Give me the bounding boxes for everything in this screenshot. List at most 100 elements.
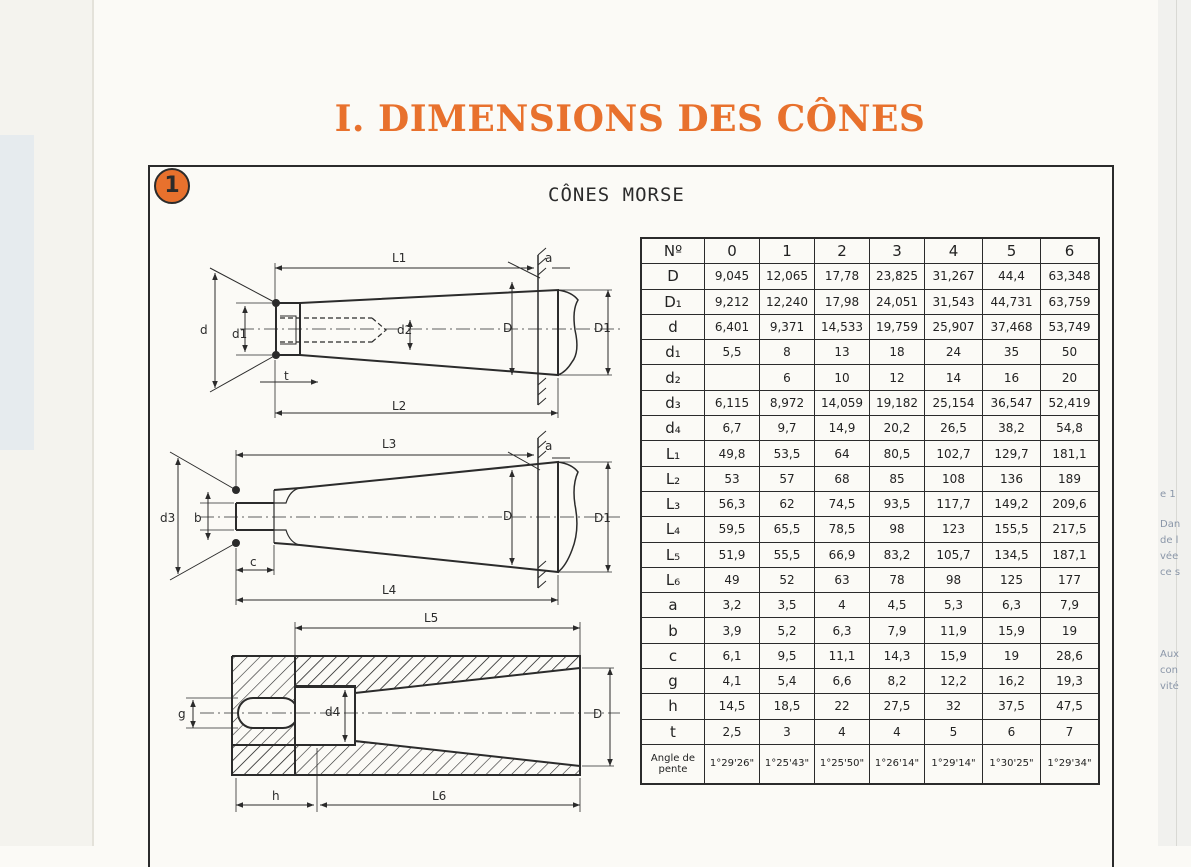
page-title: I. DIMENSIONS DES CÔNES — [334, 98, 926, 140]
table-cell: 65,5 — [759, 516, 815, 543]
table-cell: 63,348 — [1040, 263, 1100, 290]
right-page-margin: e 1 Dan de l vée ce s Aux con vité — [1158, 0, 1191, 846]
table-cell: 4 — [814, 592, 870, 619]
table-header-cell: 0 — [704, 237, 760, 265]
table-cell: 5,2 — [759, 617, 815, 644]
table-cell: 18,5 — [759, 693, 815, 720]
table-cell: 3,5 — [759, 592, 815, 619]
label-D: D — [503, 321, 512, 335]
table-cell: 15,9 — [982, 617, 1041, 644]
margin-text: vité — [1160, 681, 1179, 692]
table-cell: 35 — [982, 339, 1041, 366]
table-cell: 1°29'26" — [704, 743, 760, 785]
table-cell: 1°26'14" — [869, 743, 925, 785]
table-cell: 78 — [869, 566, 925, 594]
table-cell: 181,1 — [1040, 440, 1100, 467]
table-cell: 25,154 — [924, 389, 983, 417]
table-cell: 55,5 — [759, 541, 815, 568]
angle-label-line: pente — [658, 763, 688, 775]
table-cell: 1°29'14" — [924, 743, 983, 785]
table-cell: 6,6 — [814, 668, 870, 695]
table-cell: 8,2 — [869, 668, 925, 695]
table-cell: 2,5 — [704, 718, 760, 745]
row-label: c — [640, 642, 705, 670]
table-cell: 93,5 — [869, 490, 925, 518]
table-cell: 6,7 — [704, 415, 760, 442]
table-cell: 12,2 — [924, 668, 983, 695]
table-cell: 16 — [982, 364, 1041, 391]
table-cell: 6,1 — [704, 642, 760, 670]
table-cell: 19,3 — [1040, 668, 1100, 695]
table-cell: 6,115 — [704, 389, 760, 417]
table-cell: 3,2 — [704, 592, 760, 619]
table-cell: 177 — [1040, 566, 1100, 594]
row-label: b — [640, 617, 705, 644]
table-cell: 189 — [1040, 465, 1100, 492]
margin-text: Aux — [1160, 649, 1180, 660]
table-cell: 19,759 — [869, 313, 925, 341]
table-cell: 37,5 — [982, 693, 1041, 720]
table-cell: 98 — [924, 566, 983, 594]
label-a: a — [545, 439, 552, 453]
table-cell: 49 — [704, 566, 760, 594]
table-cell: 52,419 — [1040, 389, 1100, 417]
table-cell: 9,5 — [759, 642, 815, 670]
margin-text: Dan — [1160, 519, 1181, 530]
table-cell: 50 — [1040, 339, 1100, 366]
table-cell: 19 — [1040, 617, 1100, 644]
table-cell: 149,2 — [982, 490, 1041, 518]
table-cell: 1°30'25" — [982, 743, 1041, 785]
table-cell: 98 — [869, 516, 925, 543]
margin-text: con — [1160, 665, 1178, 676]
table-cell: 54,8 — [1040, 415, 1100, 442]
table-cell: 102,7 — [924, 440, 983, 467]
table-cell: 209,6 — [1040, 490, 1100, 518]
table-cell: 53,5 — [759, 440, 815, 467]
row-label: L₂ — [640, 465, 705, 492]
table-cell: 108 — [924, 465, 983, 492]
table-cell: 63 — [814, 566, 870, 594]
table-cell: 6,3 — [814, 617, 870, 644]
table-cell: 52 — [759, 566, 815, 594]
gutter-line — [1176, 0, 1177, 846]
table-cell: 27,5 — [869, 693, 925, 720]
table-cell: 12 — [869, 364, 925, 391]
table-cell: 6 — [759, 364, 815, 391]
table-cell: 3 — [759, 718, 815, 745]
table-cell: 62 — [759, 490, 815, 518]
label-d1: d1 — [232, 327, 247, 341]
table-cell: 14 — [924, 364, 983, 391]
table-cell: 14,533 — [814, 313, 870, 341]
table-cell: 12,240 — [759, 288, 815, 315]
table-cell: 18 — [869, 339, 925, 366]
table-cell: 17,78 — [814, 263, 870, 290]
table-cell: 15,9 — [924, 642, 983, 670]
table-cell: 80,5 — [869, 440, 925, 467]
table-header-cell: 1 — [759, 237, 815, 265]
label-L1: L1 — [392, 251, 406, 265]
table-cell: 56,3 — [704, 490, 760, 518]
table-cell: 74,5 — [814, 490, 870, 518]
table-cell: 5,3 — [924, 592, 983, 619]
row-label: L₁ — [640, 440, 705, 467]
table-cell: 57 — [759, 465, 815, 492]
table-header-cell: 3 — [869, 237, 925, 265]
table-cell: 14,059 — [814, 389, 870, 417]
table-cell: 134,5 — [982, 541, 1041, 568]
figure-2-taper-tang — [169, 430, 620, 605]
table-cell: 37,468 — [982, 313, 1041, 341]
table-cell: 7,9 — [1040, 592, 1100, 619]
table-header-cell: 5 — [982, 237, 1041, 265]
